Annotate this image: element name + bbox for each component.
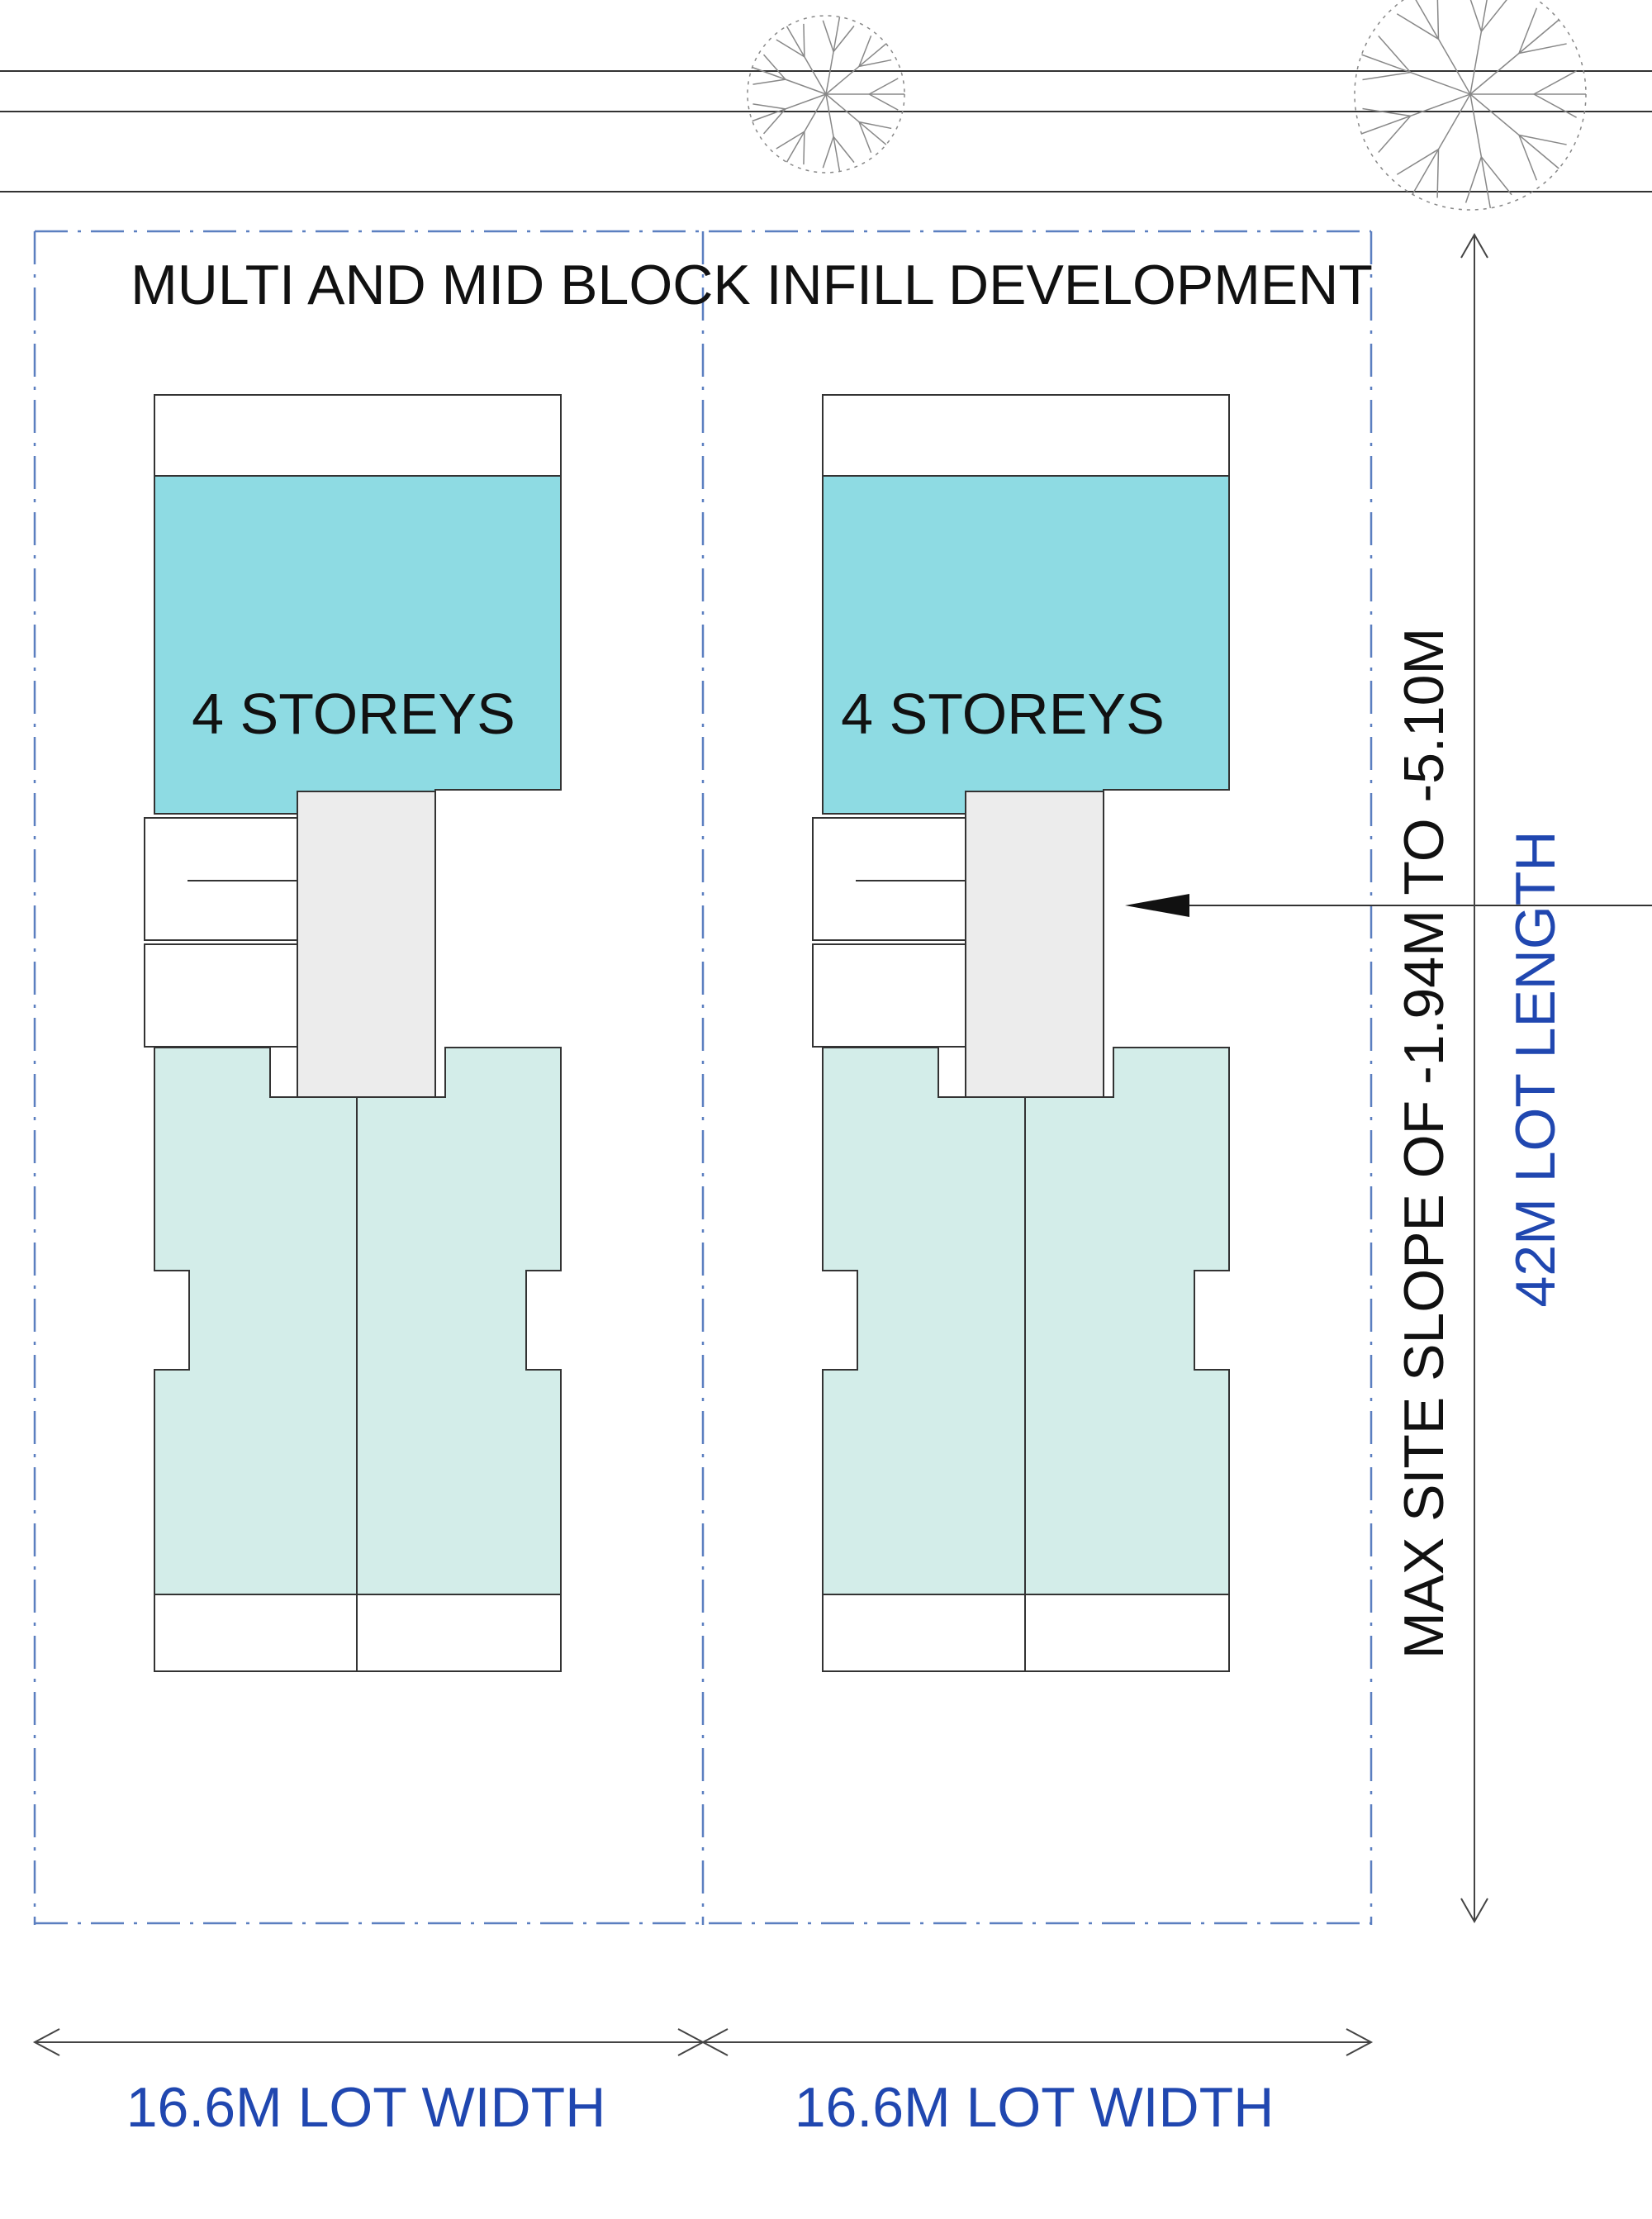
rear-yard-box bbox=[356, 1594, 562, 1672]
rear-yard-box bbox=[1024, 1594, 1230, 1672]
lot-width-label: 16.6M LOT WIDTH bbox=[126, 2076, 606, 2139]
balcony-box bbox=[812, 817, 983, 941]
townhouse-left bbox=[154, 1047, 358, 1595]
storeys-label: 4 STOREYS bbox=[192, 682, 515, 746]
balcony-box bbox=[144, 817, 315, 941]
stair-box bbox=[812, 943, 966, 1048]
lot-width-label: 16.6M LOT WIDTH bbox=[795, 2076, 1275, 2139]
core bbox=[965, 791, 1104, 1098]
lot-length-dimension bbox=[1460, 232, 1488, 1924]
townhouse-right bbox=[356, 1047, 562, 1595]
front-setback-box bbox=[822, 394, 1230, 477]
diagram-title: MULTI AND MID BLOCK INFILL DEVELOPMENT bbox=[131, 254, 1373, 316]
townhouse-left bbox=[822, 1047, 1026, 1595]
stair-box bbox=[144, 943, 298, 1048]
building-2 bbox=[812, 394, 1230, 1672]
lot-boundary bbox=[33, 230, 1373, 1925]
rear-yard-box bbox=[822, 1594, 1026, 1672]
core bbox=[297, 791, 436, 1098]
street bbox=[0, 70, 1652, 192]
tree-icon bbox=[747, 15, 905, 173]
storeys-block bbox=[822, 475, 1230, 815]
building-1 bbox=[144, 394, 562, 1672]
storeys-label: 4 STOREYS bbox=[841, 682, 1165, 746]
rear-yard-box bbox=[154, 1594, 358, 1672]
townhouse-right bbox=[1024, 1047, 1230, 1595]
site-slope-label: MAX SITE SLOPE OF -1.94M TO -5.10M bbox=[1393, 628, 1455, 1659]
lot-length-label: 42M LOT LENGTH bbox=[1504, 831, 1567, 1308]
slope-pointer-arrow bbox=[1125, 894, 1652, 917]
front-setback-box bbox=[154, 394, 562, 477]
storeys-block bbox=[154, 475, 562, 815]
tree-icon bbox=[1354, 0, 1587, 211]
lot-width-dimension bbox=[32, 2028, 1374, 2056]
